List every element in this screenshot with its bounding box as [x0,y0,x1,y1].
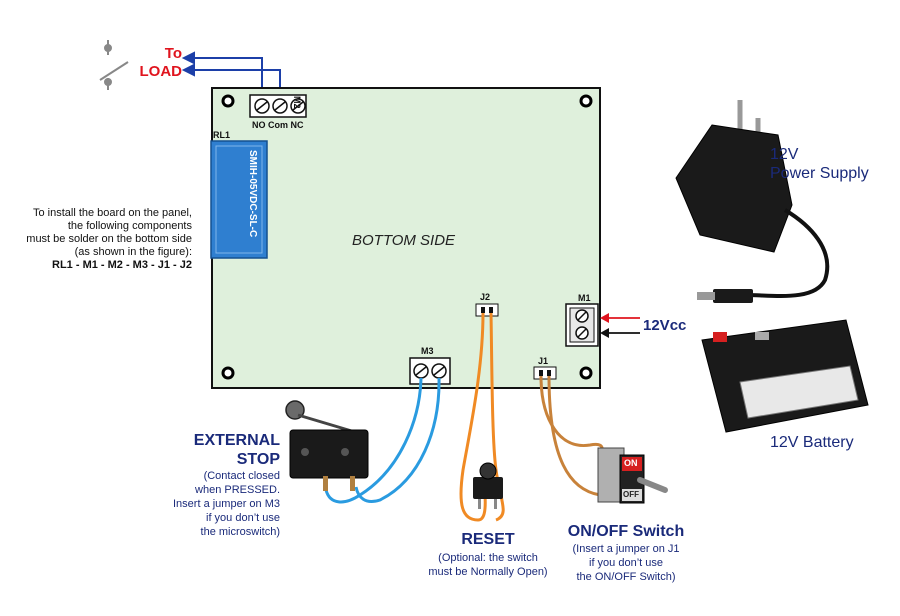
switch-on-label: ON [624,458,638,468]
external-stop-title-line2: STOP [236,451,280,468]
microswitch [285,400,369,491]
external-stop-note-line: if you don’t use [206,512,280,524]
pcb-board [211,87,601,389]
external-stop-note-line: when PRESSED. [195,484,280,496]
power-supply-label-line1: 12V [770,146,799,163]
external-stop-note-line: Insert a jumper on M3 [173,498,280,510]
onoff-note-line: the ON/OFF Switch) [576,571,676,583]
relay-rl1 [210,140,268,259]
j2-label: J2 [480,292,491,302]
install-note-line: the following components [67,220,192,232]
m3-label: M3 [421,346,434,356]
onoff-note-line: if you don’t use [589,557,663,569]
external-stop-title-line1: EXTERNAL [193,432,280,449]
battery-label: 12V Battery [770,434,854,451]
external-stop-note-line: the microswitch) [200,526,280,538]
switch-off-label: OFF [623,490,639,499]
to-label: To [164,45,182,62]
reset-note: (Optional: the switch must be Normally O… [418,551,558,579]
relay-part-label: SMIH-05VDC-SL-C [247,150,258,238]
m2-terminal-block [249,94,307,118]
m1-terminal-block [565,303,599,347]
battery-12v [701,319,869,433]
mounting-holes [221,94,593,380]
onoff-title: ON/OFF Switch [567,523,685,540]
m1-label: M1 [578,293,591,303]
reset-note-line2: must be Normally Open) [428,566,548,578]
load-label: LOAD [139,63,183,80]
j1-label: J1 [538,356,549,366]
j2-header [475,303,499,317]
m2-label: M2 [292,96,302,109]
power-supply-adapter [675,100,830,303]
power-supply-label-line2: Power Supply [770,165,869,182]
reset-pushbutton [473,462,503,509]
blue-wires [324,377,441,504]
load-switch-symbol [99,40,129,90]
orange-wires [459,312,505,522]
reset-title: RESET [461,531,515,548]
brown-wires [539,375,604,497]
install-note-line: must be solder on the bottom side [26,233,192,245]
onoff-note-line: (Insert a jumper on J1 [572,543,680,555]
j1-header [533,366,557,380]
external-stop-note: (Contact closed when PRESSED. Insert a j… [120,469,280,539]
onoff-note: (Insert a jumper on J1 if you don’t use … [560,542,692,584]
reset-note-line1: (Optional: the switch [438,552,538,564]
install-note-line: To install the board on the panel, [32,207,192,219]
voltage-label: 12Vcc [643,317,687,334]
m3-terminal-block [409,357,451,385]
power-arrows [600,313,640,338]
board-title: BOTTOM SIDE [352,232,456,249]
relay-ref-label: RL1 [213,130,231,140]
install-note-line: (as shown in the figure): [74,246,192,258]
onoff-toggle-switch [597,447,668,504]
external-stop-note-line: (Contact closed [203,470,280,482]
power-supply-label: 12V Power Supply [770,145,869,183]
external-stop-title: EXTERNAL STOP [176,431,280,469]
m2-pin-labels: NO Com NC [252,120,304,130]
install-note: To install the board on the panel, the f… [0,207,192,272]
install-note-components: RL1 - M1 - M2 - M3 - J1 - J2 [52,259,192,271]
